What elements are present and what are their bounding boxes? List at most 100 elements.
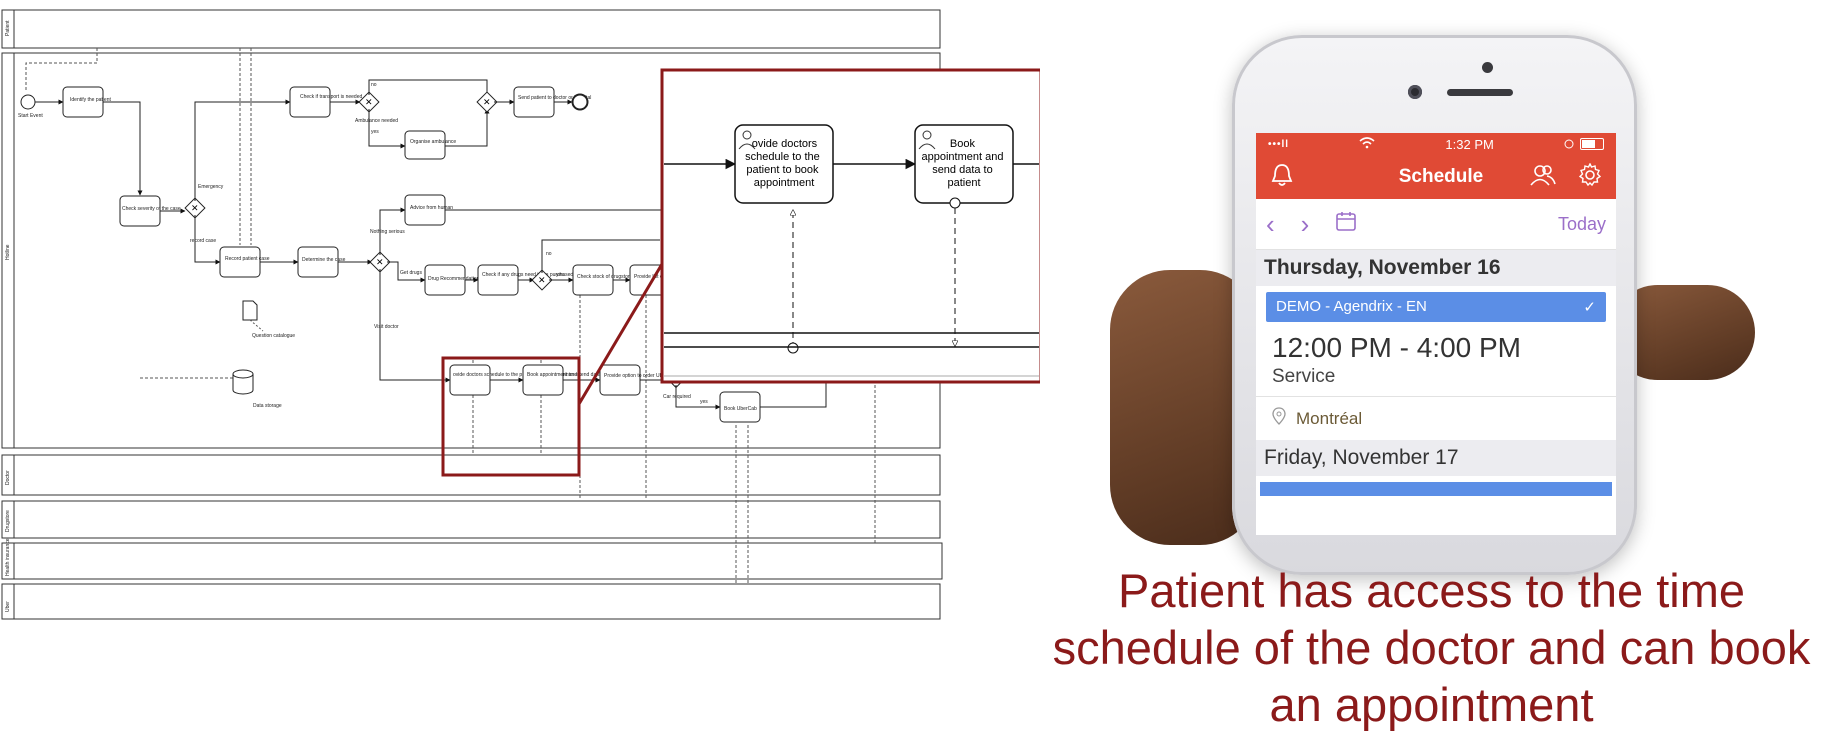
battery-icon [1564, 138, 1604, 150]
status-time: 1:32 PM [1445, 136, 1494, 152]
svg-text:Data storage: Data storage [253, 403, 282, 409]
lane-label-drugstore: Drugstore [5, 510, 11, 532]
zoom-inset: ovide doctors schedule to the patient to… [660, 68, 1040, 384]
svg-text:Book appointment and send data: Book appointment and send data to patien… [527, 372, 623, 378]
lane-label-doctor: Doctor [5, 470, 11, 485]
task-advice-human: Advice from human [404, 194, 453, 226]
lane-label-hotline: Hotline [5, 244, 11, 260]
svg-text:Emergency: Emergency [198, 184, 224, 190]
lane-doctor [1, 454, 941, 496]
shift-badge[interactable]: DEMO - Agendrix - EN ✓ [1266, 292, 1606, 322]
wifi-icon [1359, 136, 1375, 152]
svg-text:Drug Recommendation: Drug Recommendation [428, 276, 480, 282]
start-event-label: Start Event [18, 113, 43, 119]
start-event: Start Event [18, 94, 43, 119]
svg-text:Check stock of drugstore: Check stock of drugstore [577, 274, 633, 280]
svg-text:✕: ✕ [538, 275, 546, 285]
gateway-drugs: ✕ [531, 269, 553, 291]
end-event [571, 93, 589, 111]
task-book-ubercab: Book UberCab [719, 391, 761, 423]
gateway-merge: ✕ [476, 91, 498, 113]
lane-uber [1, 583, 941, 620]
location-pin-icon [1272, 407, 1286, 430]
svg-text:Get drugs: Get drugs [400, 270, 422, 276]
user-icon [918, 130, 936, 150]
caption: Patient has access to the time schedule … [1020, 562, 1843, 733]
svg-text:Check if transport is needed: Check if transport is needed [300, 94, 362, 100]
svg-text:Identify the patient: Identify the patient [70, 97, 111, 103]
day-header: Friday, November 17 [1256, 440, 1616, 476]
shift-location: Montréal [1256, 397, 1616, 440]
caption-line: schedule of the doctor and can book [1052, 621, 1811, 674]
gear-icon[interactable] [1578, 161, 1602, 192]
location-text: Montréal [1296, 408, 1363, 428]
signal-indicator: •••ll [1268, 138, 1290, 150]
svg-text:Determine the case: Determine the case [302, 257, 346, 263]
svg-text:Check severity of the case: Check severity of the case [122, 206, 181, 212]
svg-text:no: no [371, 82, 377, 88]
task-check-stock: Check stock of drugstore [572, 264, 633, 296]
svg-text:Record patient case: Record patient case [225, 256, 270, 262]
lane-drugstore [1, 500, 941, 539]
zoom-task1-text: ovide doctors schedule to the patient to… [745, 138, 823, 189]
svg-text:Advice from human: Advice from human [410, 205, 453, 211]
task-organise-ambulance: Organise ambulance [404, 130, 456, 160]
team-icon[interactable] [1530, 164, 1556, 191]
app-title: Schedule [1398, 166, 1484, 187]
svg-text:✕: ✕ [191, 203, 199, 213]
data-storage: Data storage [232, 369, 282, 409]
shift-label: DEMO - Agendrix - EN [1276, 298, 1427, 315]
caption-line: Patient has access to the time [1118, 564, 1745, 617]
svg-text:Nothing serious: Nothing serious [370, 229, 405, 235]
svg-text:✕: ✕ [376, 257, 384, 267]
app-bar: Schedule [1256, 155, 1616, 199]
next-chevron-icon[interactable]: › [1300, 209, 1310, 239]
lane-patient [1, 9, 941, 49]
svg-text:yes: yes [700, 399, 708, 405]
lane-label-uber: Uber [5, 601, 11, 612]
calendar-icon[interactable] [1335, 210, 1357, 238]
svg-text:✕: ✕ [483, 97, 491, 107]
svg-text:Ambulance needed: Ambulance needed [355, 118, 398, 124]
phone-photo: •••ll 1:32 PM Schedule [1110, 30, 1755, 575]
document-question-catalogue: Question catalogue [242, 300, 295, 339]
caption-line: an appointment [1269, 678, 1594, 731]
prev-chevron-icon[interactable]: ‹ [1266, 209, 1275, 239]
gateway-emergency: ✕ [184, 197, 206, 219]
lane-label-patient: Patient [5, 20, 11, 36]
shift-badge-partial[interactable] [1260, 482, 1612, 496]
gateway-ambulance: ✕ [358, 91, 380, 113]
svg-text:✕: ✕ [365, 97, 373, 107]
bell-icon[interactable] [1270, 162, 1294, 193]
svg-text:Send patient to doctor or hosp: Send patient to doctor or hospital [518, 95, 591, 101]
lane-health-insurance [1, 542, 943, 580]
phone-screen: •••ll 1:32 PM Schedule [1256, 133, 1616, 535]
svg-text:record case: record case [190, 238, 216, 244]
earpiece [1447, 89, 1513, 96]
svg-text:ovide doctors schedule to the: ovide doctors schedule to the patient to… [453, 372, 582, 378]
shift-role: Service [1256, 364, 1616, 397]
task-send-patient: Send patient to doctor or hospital [513, 86, 591, 118]
svg-text:Provide option to order UberCa: Provide option to order UberCab [604, 373, 676, 379]
svg-text:no: no [546, 251, 552, 257]
svg-text:Car required: Car required [663, 394, 691, 400]
shift-time: 12:00 PM - 4:00 PM [1272, 332, 1522, 363]
svg-text:yes: yes [371, 129, 379, 135]
day-header: Thursday, November 16 [1256, 250, 1616, 286]
gateway-case-type: ✕ [369, 251, 391, 273]
checkmark-icon: ✓ [1583, 299, 1596, 316]
today-button[interactable]: Today [1557, 213, 1606, 234]
svg-text:Book UberCab: Book UberCab [724, 406, 757, 412]
zoom-connector [577, 263, 664, 405]
zoom-task2-text: Book appointment and send data to patien… [921, 138, 1006, 189]
svg-text:Provide list of drugs: Provide list of drugs [634, 274, 678, 280]
status-bar: •••ll 1:32 PM [1256, 133, 1616, 155]
bpmn-diagram: Patient Hotline Doctor Drugstore Health … [1, 9, 1040, 620]
task-provide-list: Provide list of drugs [629, 264, 678, 296]
camera-dot [1482, 62, 1493, 73]
svg-text:Check if any drugs need to be: Check if any drugs need to be purchased [482, 272, 573, 278]
date-nav: ‹ › Today [1256, 199, 1616, 250]
svg-text:Question catalogue: Question catalogue [252, 333, 295, 339]
svg-text:Organise ambulance: Organise ambulance [410, 139, 456, 145]
svg-text:yes: yes [556, 272, 564, 278]
